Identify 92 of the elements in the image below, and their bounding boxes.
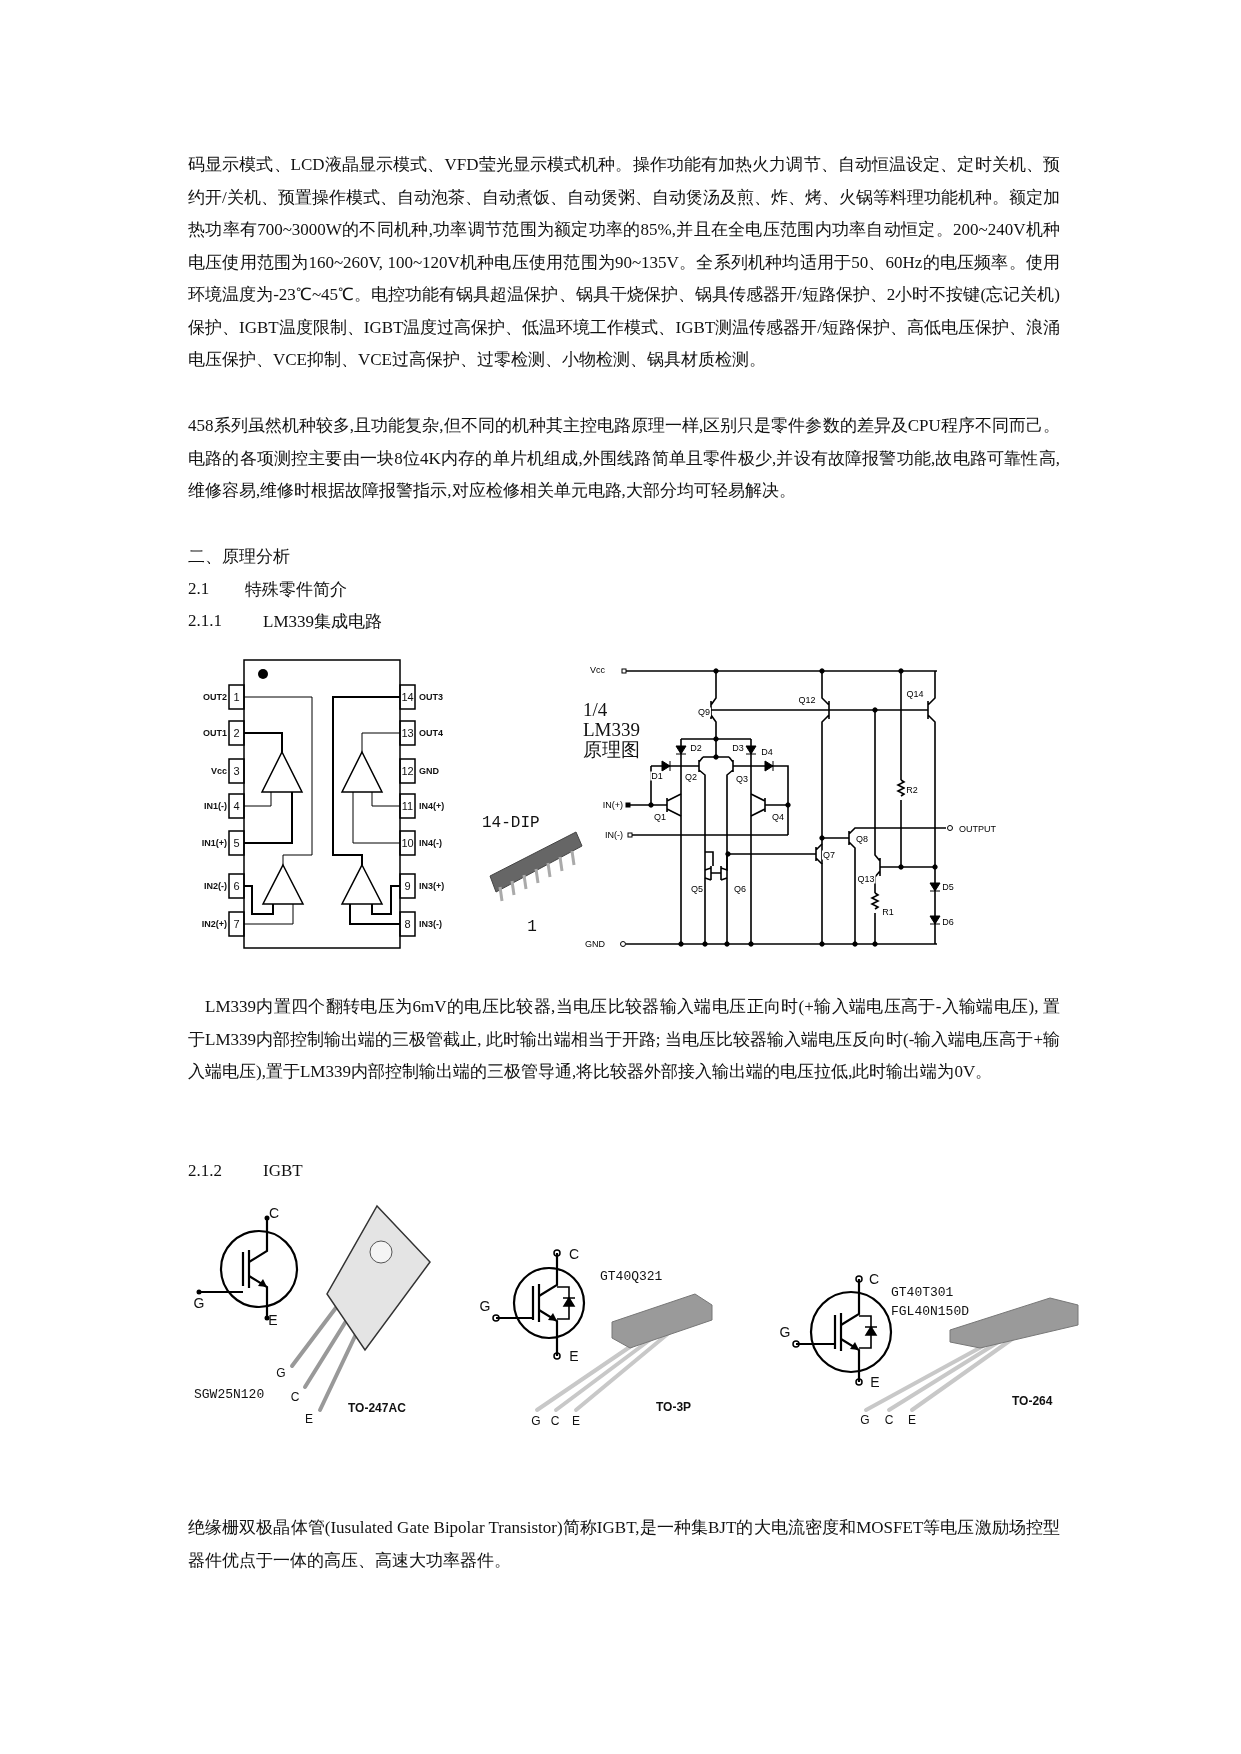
component-label: Q5 [690,884,704,894]
component-label: Q1 [653,812,667,822]
pin-label: IN4(+) [419,801,445,811]
paragraph: LM339内置四个翻转电压为6mV的电压比较器,当电压比较器输入端电压正向时(+输入端电压高于-入输端电压), 置于LM339内部控制输出端的三极管截止, 此时输出端相当于开路; 当电压比较器输入端电压反向时(-输入端电压高于+输入端电压),置于LM339内部控制输出端的三极管导通,将比较器外部接入输出端的电压拉低,此时输出端为0V。 [188,996,1060,1083]
component-label: Q4 [771,812,785,822]
component-label: OUTPUT [958,824,997,834]
schematic-title: 1/4 LM339 原理图 [583,700,641,760]
component-label: Q8 [855,834,869,844]
terminal-label: E [569,1348,579,1364]
component-label: IN(+) [601,800,624,810]
figure-caption: 14-DIP [482,814,540,832]
component-label: GND [584,939,606,949]
lead-label: C [550,1414,560,1428]
lead-label: C [290,1390,300,1404]
package-label: TO-247AC [348,1401,406,1415]
paragraph: 绝缘栅双极晶体管(Iusulated Gate Bipolar Transistor)简称IGBT,是一种集BJT的大电流密度和MOSFET等电压激励场控型器件优点于一体的高压、高速大功率器件。 [188,1517,1060,1572]
pin-label: IN1(-) [204,801,227,811]
pin-number: 4 [233,800,240,812]
figure-caption: 1 [527,918,537,936]
pin-number: 13 [401,727,414,739]
terminal-label: G [479,1298,491,1314]
pin-label: IN3(+) [419,881,445,891]
lead-label: C [884,1413,894,1427]
section-heading: 2.1 [188,579,210,599]
part-number: SGW25N120 [194,1386,265,1402]
pin-label: OUT1 [203,728,227,738]
terminal-label: C [568,1246,580,1262]
pin-label: IN4(-) [419,838,442,848]
part-number: GT40Q321 [600,1268,663,1284]
component-label: Q6 [733,884,747,894]
component-label: D2 [689,743,703,753]
pin-number: 3 [233,765,240,777]
pin-number: 2 [233,727,240,739]
terminal-label: E [268,1312,278,1328]
terminal-label: G [193,1295,205,1311]
component-label: R1 [881,907,895,917]
section-heading: 2.1.2 [188,1161,222,1181]
terminal-label: C [868,1271,880,1287]
component-label: Q13 [856,874,876,884]
pin-label: IN2(-) [204,881,227,891]
lead-label: G [531,1414,541,1428]
lead-label: E [572,1414,580,1428]
pin-number: 11 [401,800,414,812]
pin-number: 6 [233,880,240,892]
component-label: Vcc [589,665,606,675]
section-heading: 特殊零件简介 [245,578,347,601]
terminal-label: E [870,1374,880,1390]
pin-number: 12 [401,765,414,777]
component-label: Q3 [735,774,749,784]
pin-label: Vcc [211,766,227,776]
pin-number: 5 [233,837,240,849]
terminal-label: C [268,1205,280,1221]
lead-label: E [908,1413,916,1427]
component-label: Q2 [684,772,698,782]
component-label: Q14 [905,689,925,699]
component-label: R2 [905,785,919,795]
component-label: Q9 [697,707,711,717]
lead-label: G [860,1413,870,1427]
pin-number: 14 [401,691,414,703]
section-heading: 二、原理分析 [188,545,290,568]
package-label: TO-3P [656,1400,692,1414]
component-label: D3 [731,743,745,753]
pin-label: IN2(+) [201,919,227,929]
pin-label: IN3(-) [419,919,442,929]
component-label: D6 [941,917,955,927]
pin-number: 9 [404,880,411,892]
part-number: FGL40N150D [891,1303,969,1319]
pin-number: 8 [404,918,411,930]
lead-label: E [305,1412,313,1426]
pin-number: 10 [401,837,414,849]
component-label: IN(-) [604,830,624,840]
package-label: TO-264 [1012,1394,1053,1408]
pin-label: OUT3 [419,692,443,702]
pin-label: GND [419,766,439,776]
pin-label: OUT4 [419,728,443,738]
paragraph: 458系列虽然机种较多,且功能复杂,但不同的机种其主控电路原理一样,区别只是零件参数的差异及CPU程序不同而己。电路的各项测控主要由一块8位4K内存的单片机组成,外围线路简单且零件极少,并设有故障报警功能,故电路可靠性高,维修容易,维修时根据故障报警指示,对应检修相关单元电路,大部分均可轻易解决。 [188,415,1060,502]
part-number: GT40T301 [891,1284,954,1300]
component-label: Q12 [797,695,817,705]
component-label: D1 [650,771,664,781]
pin-number: 1 [233,691,240,703]
pin-number: 7 [233,918,240,930]
component-label: D4 [760,747,774,757]
section-heading: 2.1.1 [188,611,222,631]
pin-label: IN1(+) [201,838,227,848]
section-heading: IGBT [263,1161,303,1181]
component-label: D5 [941,882,955,892]
section-heading: LM339集成电路 [263,610,382,633]
terminal-label: G [779,1324,791,1340]
lead-label: G [276,1366,286,1380]
pin-label: OUT2 [203,692,227,702]
paragraph: 码显示模式、LCD液晶显示模式、VFD莹光显示模式机种。操作功能有加热火力调节、自动恒温设定、定时关机、预约开/关机、预置操作模式、自动泡茶、自动煮饭、自动煲粥、自动煲汤及煎、炸、烤、火锅等料理功能机种。额定加热功率有700~3000W的不同机种,功率调节范围为额定功率的85%,并且在全电压范围内功率自动恒定。200~240V机种电压使用范围为160~260V, 100~120V机种电压使用范围为90~135V。全系列机种均适用于50、60Hz的电压频率。使用环境温度为-23℃~45℃。电控功能有锅具超温保护、锅具干烧保护、锅具传感器开/短路保护、2小时不按键(忘记关机) 保护、IGBT温度限制、IGBT温度过高保护、低温环境工作模式、IGBT测温传感器开/短路保护、高低电压保护、浪涌电压保护、VCE抑制、VCE过高保护、过零检测、小物检测、锅具材质检测。 [188,154,1060,371]
component-label: Q7 [822,850,836,860]
